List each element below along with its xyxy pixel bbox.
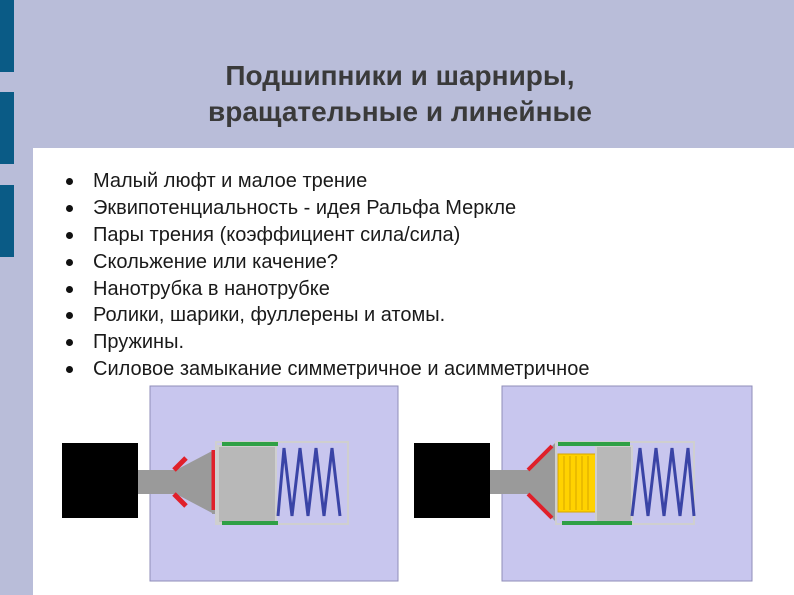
piston [595, 445, 633, 524]
spring-icon [630, 447, 696, 517]
side-bar-segment-2 [0, 92, 14, 164]
housing-outline [215, 441, 349, 525]
piston [217, 445, 277, 524]
bullet-item: Силовое замыкание симметричное и асиммет… [62, 356, 589, 383]
red-stop-top [526, 444, 554, 472]
rod-neck [138, 470, 178, 494]
bullet-item: Ролики, шарики, фуллерены и атомы. [62, 302, 589, 329]
spring-icon [276, 447, 342, 517]
title-line-1: Подшипники и шарниры, [225, 60, 575, 91]
red-stop-bottom [172, 492, 188, 508]
bullet-item: Нанотрубка в нанотрубке [62, 276, 589, 303]
cone-part [528, 442, 556, 522]
red-stop-top [172, 456, 188, 472]
bullet-dot-icon [66, 366, 73, 374]
bullet-dot-icon [66, 258, 73, 266]
red-stop-bottom [526, 492, 554, 520]
side-bar-segment-3 [0, 185, 14, 257]
bullet-dot-icon [66, 339, 73, 347]
bullet-item: Малый люфт и малое трение [62, 168, 589, 195]
bullet-item: Эквипотенциальность - идея Ральфа Меркле [62, 195, 589, 222]
bullet-dot-icon [66, 178, 73, 185]
rod-block [414, 443, 490, 518]
bullet-dot-icon [66, 285, 73, 293]
bearing-diagram-symmetric [62, 385, 399, 582]
rod-neck [490, 470, 530, 494]
cone-part [176, 450, 214, 514]
bullet-dot-icon [66, 204, 73, 212]
bullet-item: Пары трения (коэффициент сила/сила) [62, 222, 589, 249]
bearing-diagram-asymmetric [414, 385, 753, 582]
bullet-item: Скольжение или качение? [62, 249, 589, 276]
side-bar-segment-1 [0, 0, 14, 72]
bullet-dot-icon [66, 312, 73, 320]
slide-title: Подшипники и шарниры, вращательные и лин… [100, 58, 700, 130]
rod-block [62, 443, 138, 518]
roller-lines [563, 456, 589, 510]
title-line-2: вращательные и линейные [208, 96, 592, 127]
bullet-dot-icon [66, 231, 73, 239]
bullet-list: Малый люфт и малое трение Эквипотенциаль… [62, 168, 589, 383]
bullet-item: Пружины. [62, 329, 589, 356]
